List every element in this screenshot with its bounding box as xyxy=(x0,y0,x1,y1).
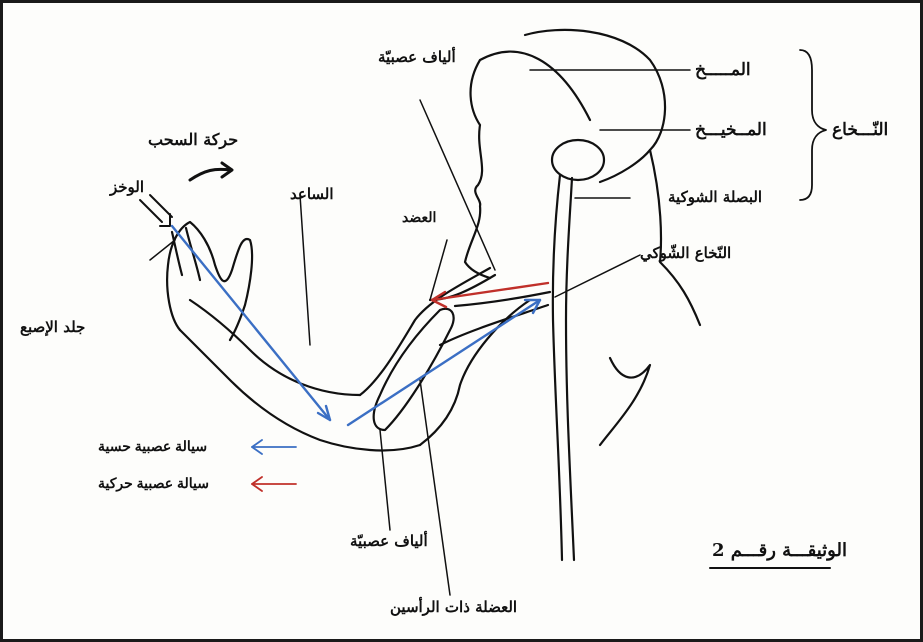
hand-outline xyxy=(167,222,252,340)
forearm-outline xyxy=(190,300,360,395)
withdrawal-arrow xyxy=(190,163,232,180)
label-nerve-fibers-bottom: ألياف عصبيّة xyxy=(350,532,428,550)
biceps-muscle xyxy=(374,309,454,430)
legend-sensory-arrow xyxy=(252,440,296,454)
spinal-cord-shape xyxy=(553,175,562,560)
label-spinal-cord: النّخاع الشّوكي xyxy=(640,244,731,262)
label-cerebellum: المــخيـــخ xyxy=(695,120,767,140)
neck-back-outline xyxy=(650,150,700,325)
label-cns: النّـــخاع xyxy=(832,120,888,140)
label-stimulus: الوخز xyxy=(110,178,144,196)
label-biceps: العضلة ذات الرأسين xyxy=(390,598,517,616)
stimulus-arrow xyxy=(140,195,172,226)
label-upper-arm: العضد xyxy=(402,210,436,226)
legend-motor-label: سيالة عصبية حركية xyxy=(98,475,209,492)
document-title: الوثيقـــة رقـــم 2 xyxy=(712,540,847,561)
label-brain: المـــــخ xyxy=(695,60,751,80)
chest-outline xyxy=(600,358,650,445)
label-forearm: الساعد xyxy=(290,185,334,203)
label-finger-skin: جلد الإصبع xyxy=(20,318,85,336)
label-withdrawal-movement: حركة السحب xyxy=(148,130,238,149)
label-nerve-fibers-top: ألياف عصبيّة xyxy=(378,48,456,66)
label-medulla: البصلة الشوكية xyxy=(668,188,762,206)
cns-brace xyxy=(800,50,826,200)
legend-motor-arrow xyxy=(252,477,296,491)
legend-sensory-label: سيالة عصبية حسية xyxy=(98,438,207,455)
brain-outline xyxy=(525,30,665,182)
